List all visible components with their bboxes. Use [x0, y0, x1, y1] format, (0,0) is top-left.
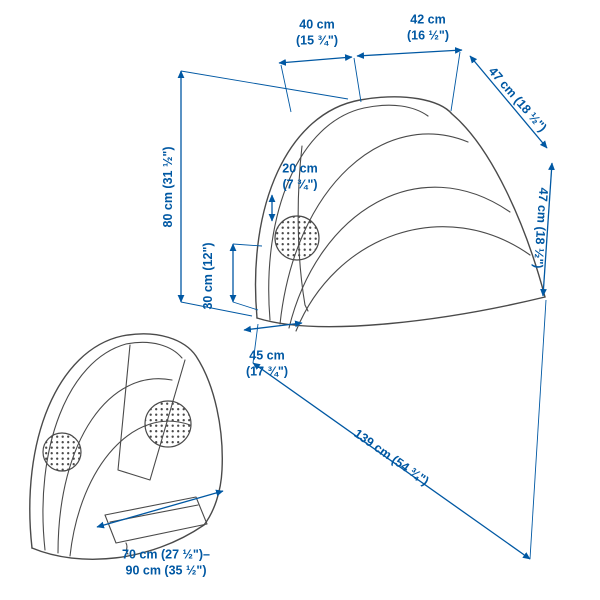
dim-line-139cm — [252, 362, 531, 560]
mesh-vent-large — [274, 215, 320, 261]
metric-value: 45 cm — [249, 348, 285, 363]
imperial-value: (16 ½") — [406, 28, 450, 42]
dim-label-20cm: 20 cm (7 ¾") — [282, 161, 317, 192]
dimension-range-line1: 70 cm (27 ½")– — [122, 547, 210, 562]
dim-line-40cm — [278, 54, 353, 66]
tie-string — [125, 542, 129, 555]
dimension-value: 80 cm (31 ½") — [161, 146, 176, 228]
dimension-lines — [96, 47, 555, 560]
dimension-range-line2: 90 cm (35 ½") — [125, 563, 207, 577]
dim-label-40cm: 40 cm (15 ¾") — [296, 17, 338, 48]
dim-label-70-90cm: 70 cm (27 ½")– 90 cm (35 ½") — [122, 547, 210, 578]
dim-line-70-90cm — [96, 489, 224, 529]
dim-line-42cm — [356, 47, 463, 59]
dim-label-30cm: 30 cm (12") — [201, 242, 217, 309]
large-tent-illustration — [254, 96, 546, 332]
dim-label-80cm: 80 cm (31 ½") — [161, 147, 177, 228]
imperial-value: (15 ¾") — [295, 33, 339, 47]
metric-value: 20 cm — [282, 161, 318, 176]
dim-line-47cm-side — [540, 162, 555, 297]
dim-line-47cm-top — [469, 55, 548, 149]
dim-label-45cm: 45 cm (17 ¾") — [246, 348, 288, 379]
imperial-value: (7 ¾") — [282, 177, 318, 191]
dimension-value: 30 cm (12") — [201, 242, 216, 310]
mesh-vent-small-left — [42, 432, 82, 472]
dim-label-42cm: 42 cm (16 ½") — [407, 12, 449, 43]
dim-line-45cm — [243, 320, 303, 333]
metric-value: 42 cm — [410, 12, 446, 27]
imperial-value: (17 ¾") — [245, 364, 289, 378]
small-tent-illustration — [29, 333, 223, 560]
metric-value: 40 cm — [299, 17, 335, 32]
mesh-vent-small-front — [144, 400, 192, 448]
